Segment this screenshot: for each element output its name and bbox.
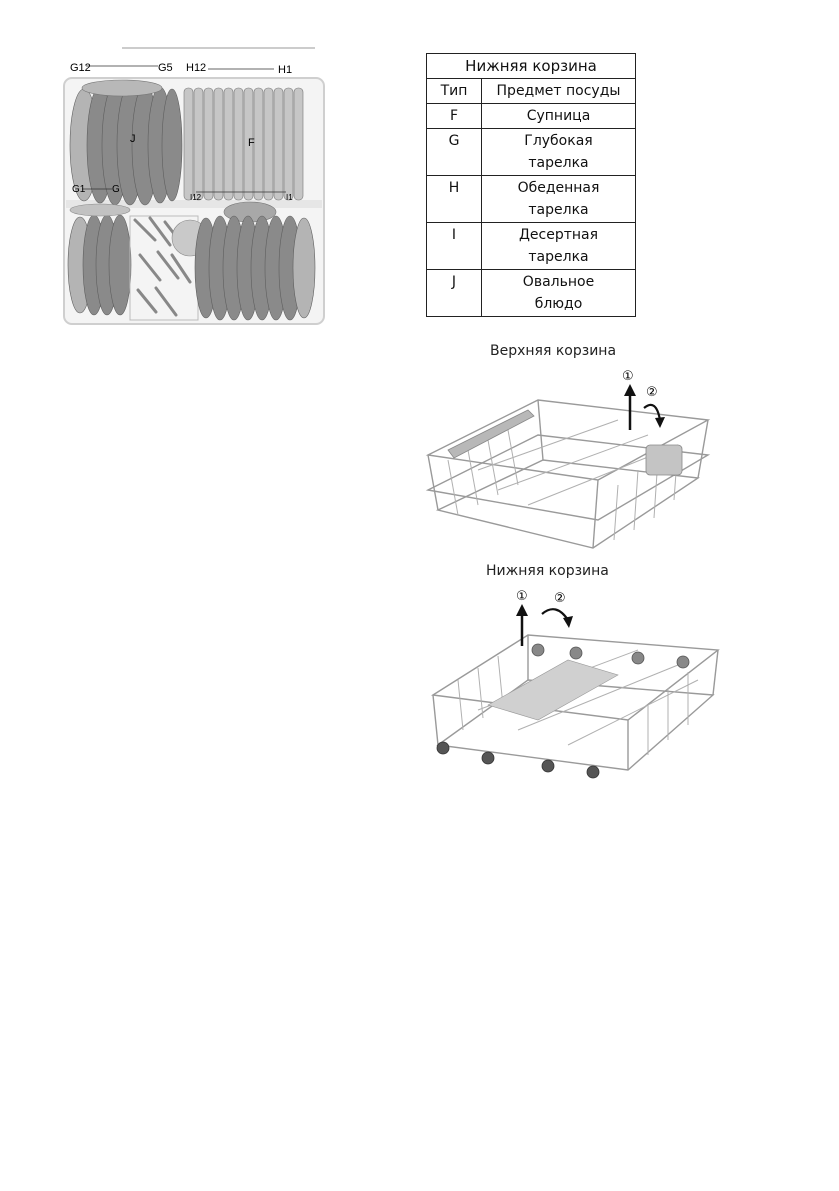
table-row: H Обеденная тарелка: [426, 175, 636, 223]
label-g5: G5: [158, 62, 173, 74]
cell-item: Глубокая тарелка: [481, 128, 636, 176]
label-i1: I1: [286, 193, 293, 202]
table-title-row: Нижняя корзина: [426, 53, 636, 79]
label-g1: G1: [72, 184, 86, 195]
cell-item-line1: Десертная: [518, 227, 599, 243]
cell-item-line1: Овальное: [522, 274, 595, 290]
lower-basket-illustration: ① ②: [430, 589, 720, 779]
label-g: G: [112, 184, 120, 195]
cell-item: Овальное блюдо: [481, 269, 636, 317]
table-header-row: Тип Предмет посуды: [426, 78, 636, 104]
table-row: F Супница: [426, 103, 636, 129]
header-item: Предмет посуды: [481, 78, 636, 104]
label-i12: I12: [190, 193, 202, 202]
loading-diagram: G12 G5 H12 H1 J F G1 G I12 I1: [63, 47, 325, 325]
label-f: F: [248, 137, 255, 149]
lower-basket-caption: Нижняя корзина: [486, 563, 609, 579]
cell-item-line2: тарелка: [528, 202, 589, 218]
cell-type: G: [426, 128, 482, 176]
table-row: G Глубокая тарелка: [426, 128, 636, 176]
label-h12: H12: [186, 62, 206, 74]
table-row: I Десертная тарелка: [426, 222, 636, 270]
label-j: J: [130, 133, 136, 145]
lower-step-2: ②: [554, 591, 566, 606]
table-title: Нижняя корзина: [426, 53, 636, 79]
table-row: J Овальное блюдо: [426, 269, 636, 317]
cell-item: Супница: [481, 103, 636, 129]
rotate-arrow: [541, 608, 569, 621]
label-h1: H1: [278, 64, 292, 76]
upper-step-2: ②: [646, 385, 658, 400]
plates-j-group: [69, 84, 183, 206]
cell-type: I: [426, 222, 482, 270]
cell-item-line1: Супница: [526, 108, 591, 124]
rotate-arrow: [643, 403, 662, 421]
plates-f-group: [183, 87, 304, 201]
soup-bowl-top: [81, 79, 163, 97]
cell-item-line2: блюдо: [534, 296, 583, 312]
upper-basket-caption: Верхняя корзина: [490, 343, 617, 359]
cell-type: F: [426, 103, 482, 129]
cell-type: J: [426, 269, 482, 317]
cell-item-line1: Обеденная: [517, 180, 600, 196]
cell-item-line2: тарелка: [528, 249, 589, 265]
upper-step-1: ①: [622, 369, 634, 384]
cell-item: Десертная тарелка: [481, 222, 636, 270]
cell-type: H: [426, 175, 482, 223]
plates-lower-right: [194, 215, 316, 321]
label-g12: G12: [70, 62, 91, 74]
upper-basket-illustration: ① ②: [425, 369, 711, 549]
plates-lower-left: [67, 214, 132, 316]
basket-wheels: [436, 741, 600, 779]
cell-item-line1: Глубокая: [524, 133, 593, 149]
cell-item: Обеденная тарелка: [481, 175, 636, 223]
dish-type-table: Нижняя корзина Тип Предмет посуды F Супн…: [426, 53, 636, 317]
cell-item-line2: тарелка: [528, 155, 589, 171]
header-type: Тип: [426, 78, 482, 104]
lower-step-1: ①: [516, 589, 528, 604]
